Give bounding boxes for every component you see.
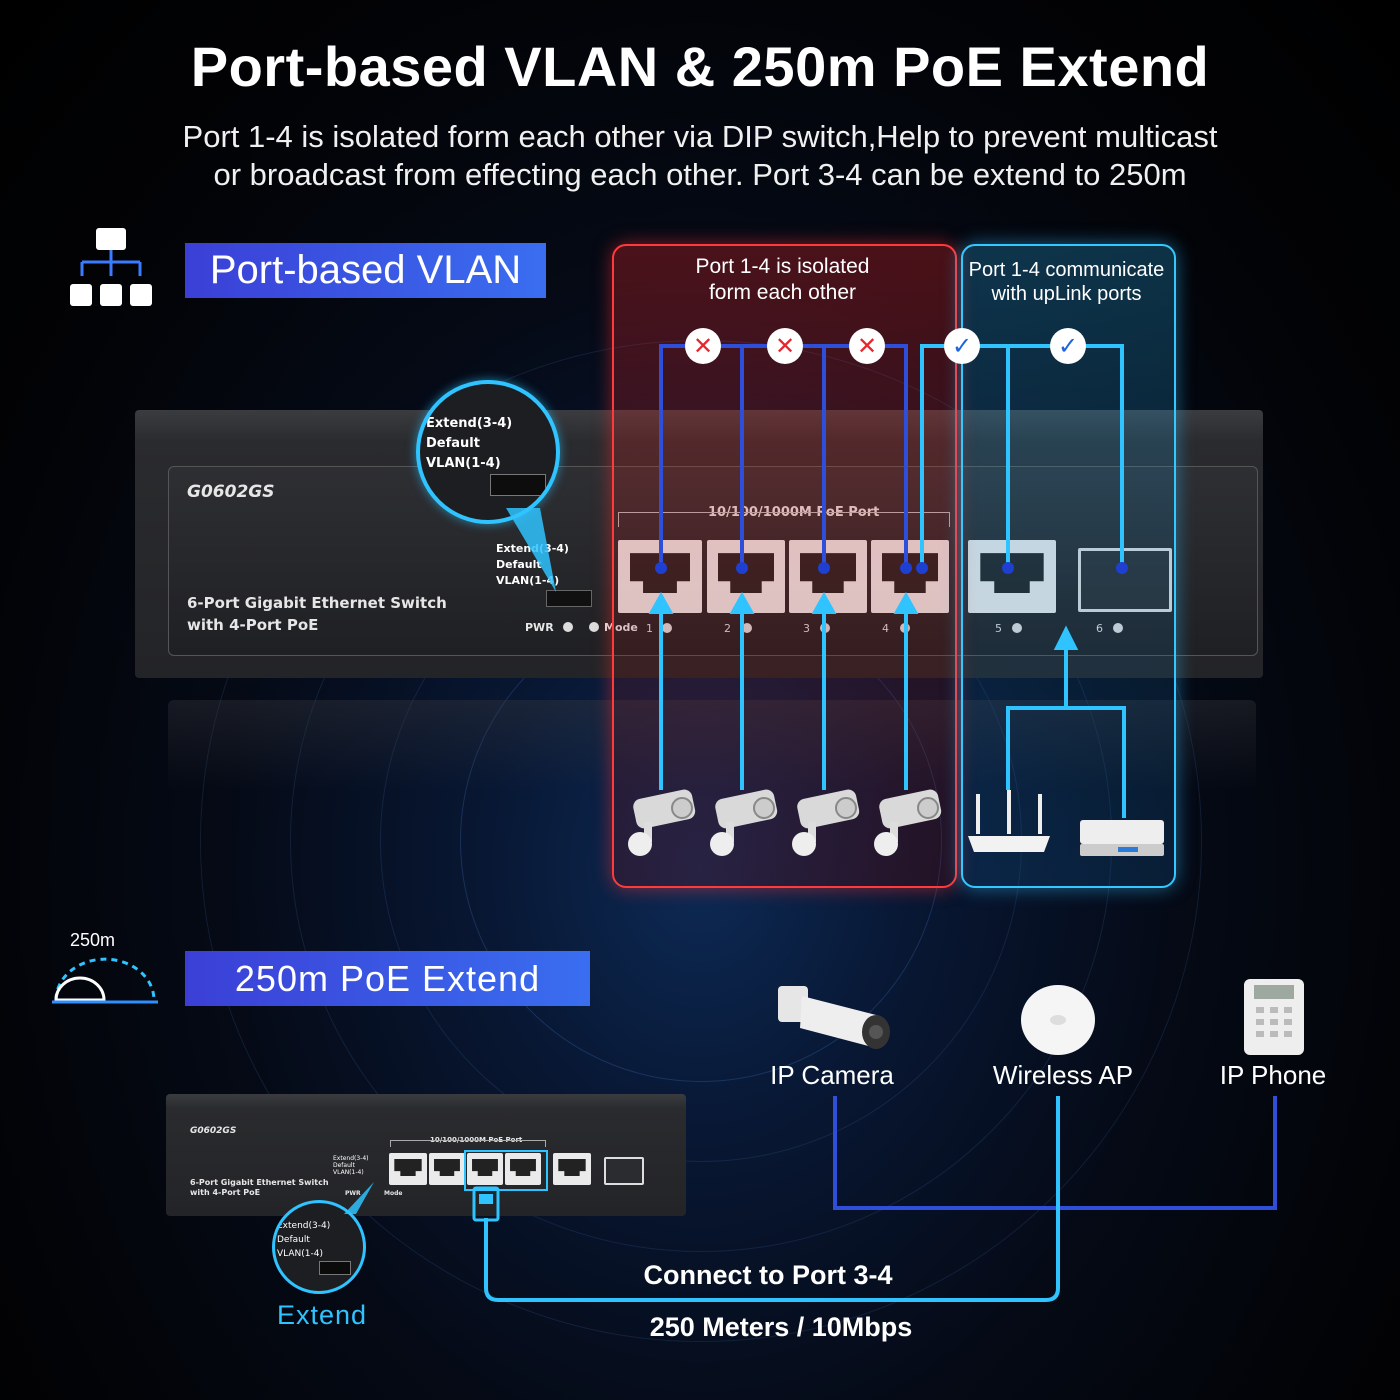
small-port-3[interactable]	[467, 1153, 503, 1185]
small-port-6-sfp[interactable]	[604, 1157, 644, 1185]
allowed-icon-port-5: ✓	[944, 328, 980, 364]
section-extend-chip: 250m PoE Extend	[185, 951, 590, 1006]
extend-dip-vlan: VLAN(1-4)	[277, 1249, 323, 1259]
distance-icon	[52, 957, 158, 1004]
uplink-box-text: Port 1-4 communicate with upLink ports	[961, 258, 1172, 306]
wireless-ap-icon	[1021, 985, 1095, 1055]
port-4-number: 4	[882, 622, 889, 635]
port-6-number: 6	[1096, 622, 1103, 635]
distance-speed-label: 250 Meters / 10Mbps	[649, 1312, 913, 1342]
port-1-led	[662, 623, 672, 633]
camera-icon-3	[792, 789, 860, 856]
small-dip-extend: Extend(3-4)	[333, 1155, 369, 1162]
ip-phone-label: IP Phone	[1219, 1060, 1327, 1090]
extend-dip-callout: Extend(3-4) Default VLAN(1-4)	[272, 1200, 366, 1294]
dip-label-vlan: VLAN(1-4)	[496, 574, 560, 587]
dip-callout-pointer	[506, 508, 556, 592]
isolated-box-text: Port 1-4 is isolated form each other	[612, 254, 953, 306]
switch-description-line-2: with 4-Port PoE	[187, 616, 319, 634]
router-icon	[968, 790, 1050, 852]
small-switch-model: G0602GS	[190, 1126, 237, 1136]
port-2-number: 2	[724, 622, 731, 635]
nvr-icon	[1080, 820, 1164, 856]
isolated-box-line-1: Port 1-4 is isolated	[695, 255, 870, 278]
port-6-led	[1113, 623, 1123, 633]
extend-dip-switch	[319, 1261, 351, 1275]
switch-model: G0602GS	[187, 482, 275, 502]
distance-icon-label: 250m	[70, 930, 116, 950]
ip-phone-icon	[1244, 979, 1304, 1055]
port-5-led	[1012, 623, 1022, 633]
ip-camera-label: IP Camera	[770, 1060, 894, 1090]
small-port-4[interactable]	[505, 1153, 541, 1185]
poe-group-bracket	[618, 512, 950, 527]
dip-label-default: Default	[496, 558, 542, 571]
small-led-pwr-label: PWR	[345, 1190, 361, 1197]
uplink-box-line-2: with upLink ports	[991, 283, 1142, 305]
extend-callout-pointer	[344, 1182, 374, 1214]
small-dip-default: Default	[333, 1162, 355, 1169]
camera-icon-2	[710, 789, 778, 856]
switch-reflection	[168, 700, 1256, 790]
blocked-icon-3-4: ✕	[849, 328, 885, 364]
led-pwr-label: PWR	[525, 621, 554, 634]
small-switch-desc-2: with 4-Port PoE	[190, 1188, 261, 1197]
subtitle-line-2: or broadcast from effecting each other. …	[213, 157, 1187, 192]
isolated-box-line-2: form each other	[708, 281, 857, 304]
blocked-icon-1-2: ✕	[685, 328, 721, 364]
small-switch-desc-1: 6-Port Gigabit Ethernet Switch	[190, 1178, 329, 1187]
vlan-connection-lines	[648, 344, 1128, 818]
port-5-number: 5	[995, 622, 1002, 635]
extend-dip-default: Default	[277, 1235, 310, 1245]
blocked-icon-2-3: ✕	[767, 328, 803, 364]
dip-zoom-callout: Extend(3-4) Default VLAN(1-4)	[416, 380, 560, 524]
allowed-icon-port-6: ✓	[1050, 328, 1086, 364]
extend-dip-extend: Extend(3-4)	[277, 1221, 331, 1231]
port-2-led	[742, 623, 752, 633]
connect-port-label: Connect to Port 3-4	[643, 1260, 893, 1290]
network-hierarchy-icon	[70, 228, 152, 306]
dip-zoom-vlan: VLAN(1-4)	[426, 456, 501, 471]
port-1-number: 1	[646, 622, 653, 635]
small-led-mode-label: Mode	[384, 1190, 403, 1197]
small-port-1[interactable]	[389, 1153, 427, 1185]
led-mode	[589, 622, 599, 632]
small-port-5[interactable]	[553, 1153, 591, 1185]
subtitle-line-1: Port 1-4 is isolated form each other via…	[182, 119, 1218, 154]
extend-mode-label: Extend	[276, 1300, 368, 1330]
uplink-box-line-1: Port 1-4 communicate	[968, 259, 1165, 281]
switch-description-line-1: 6-Port Gigabit Ethernet Switch	[187, 594, 447, 612]
camera-icon-1	[628, 789, 696, 856]
led-pwr	[563, 622, 573, 632]
small-port-3-4-highlight	[464, 1150, 548, 1191]
port-3-number: 3	[803, 622, 810, 635]
wireless-ap-label: Wireless AP	[992, 1060, 1134, 1090]
page-title: Port-based VLAN & 250m PoE Extend	[190, 35, 1210, 98]
section-vlan-chip: Port-based VLAN	[185, 243, 546, 298]
port-6-sfp[interactable]	[1078, 548, 1172, 612]
dip-zoom-default: Default	[426, 436, 480, 451]
small-poe-bracket	[390, 1140, 546, 1147]
page-subtitle: Port 1-4 is isolated form each other via…	[100, 118, 1300, 194]
extend-cabling	[472, 1096, 1277, 1302]
dip-zoom-extend: Extend(3-4)	[426, 416, 513, 431]
dip-switch[interactable]	[546, 590, 592, 607]
port-5[interactable]	[968, 540, 1056, 613]
small-port-2[interactable]	[429, 1153, 465, 1185]
small-dip-vlan: VLAN(1-4)	[333, 1169, 364, 1176]
camera-icon-4	[874, 789, 942, 856]
dip-zoom-switch	[490, 474, 546, 496]
ip-camera-icon	[778, 986, 890, 1049]
